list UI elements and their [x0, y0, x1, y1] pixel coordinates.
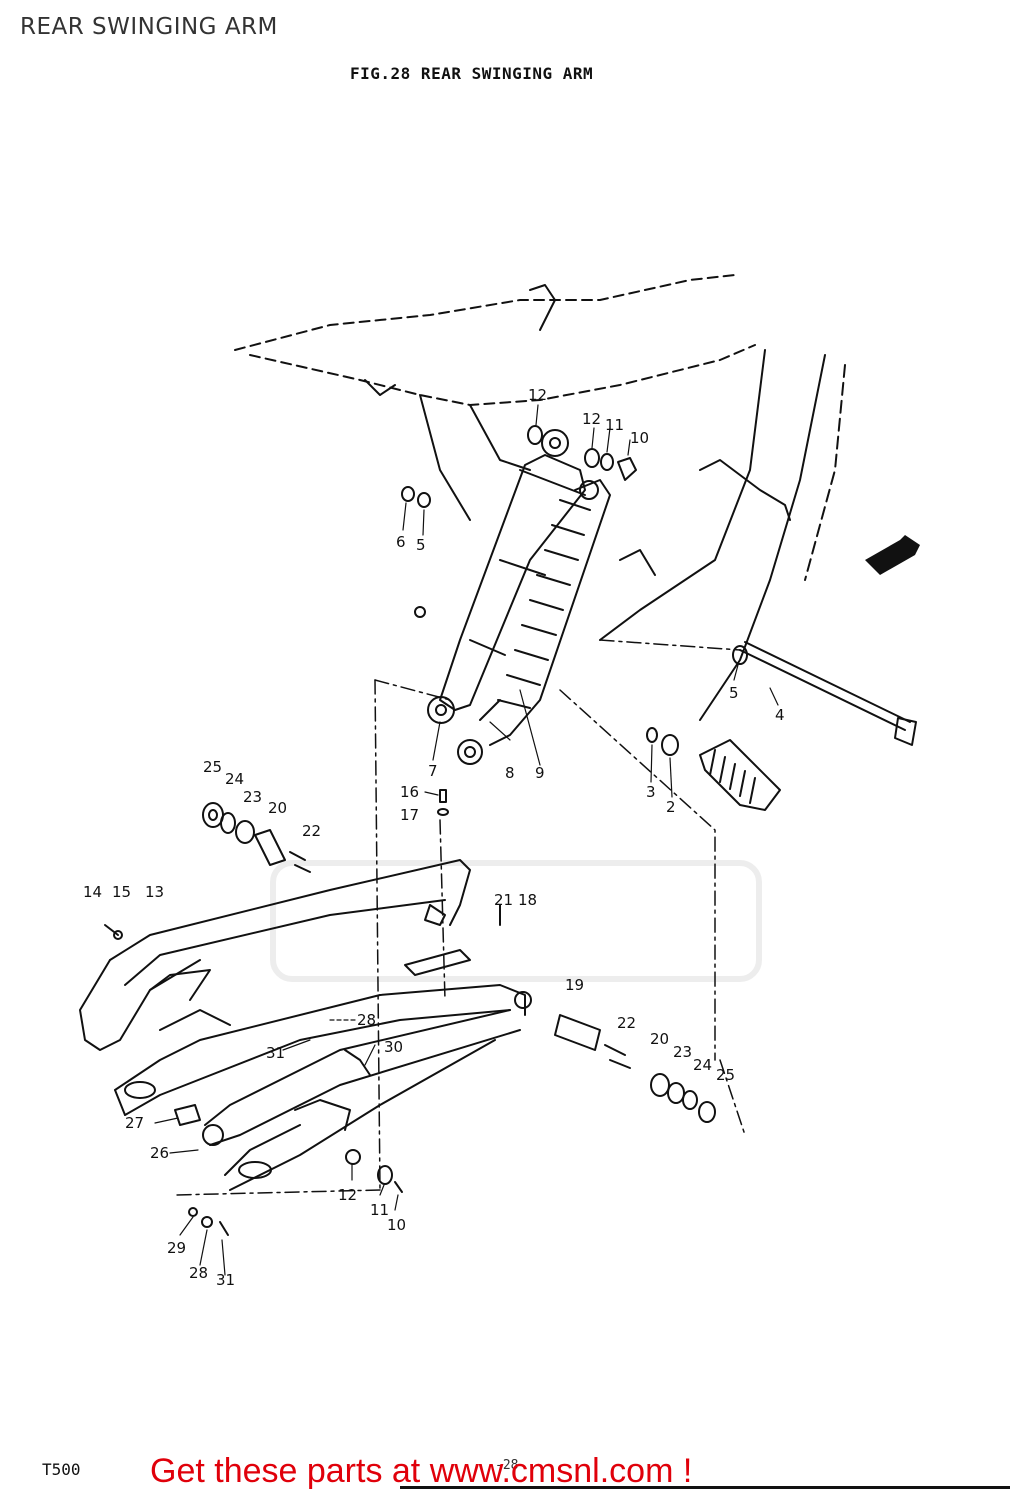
callout-14: 14	[83, 883, 102, 901]
small-hardware	[104, 789, 501, 1236]
callout-27: 27	[125, 1114, 144, 1132]
callout-18: 18	[518, 891, 537, 909]
callout-12: 12	[338, 1186, 357, 1204]
callout-28: 28	[189, 1264, 208, 1282]
callout-labels: 12 12 11 10 6 5 5 4 3 2 7 8 9 16 17 25 2…	[83, 386, 785, 1289]
callout-24: 24	[693, 1056, 712, 1074]
callout-12: 12	[582, 410, 601, 428]
callout-12: 12	[528, 386, 547, 404]
callout-3: 3	[646, 783, 656, 801]
callout-22: 22	[302, 822, 321, 840]
callout-15: 15	[112, 883, 131, 901]
bumper-stopper	[646, 727, 781, 811]
figure-title: FIG.28 REAR SWINGING ARM	[350, 64, 594, 83]
callout-26: 26	[150, 1144, 169, 1162]
callout-16: 16	[400, 783, 419, 801]
shock-top-hardware	[401, 425, 637, 508]
frame-outline	[234, 274, 846, 721]
callout-20: 20	[650, 1030, 669, 1048]
right-bushing-stack	[554, 1014, 716, 1123]
callout-8: 8	[505, 764, 515, 782]
cta-link[interactable]: Get these parts at www.cmsnl.com !	[150, 1452, 693, 1490]
callout-30: 30	[384, 1038, 403, 1056]
callout-11: 11	[370, 1201, 389, 1219]
callout-24: 24	[225, 770, 244, 788]
swing-arm	[79, 859, 532, 1191]
callout-7: 7	[428, 762, 438, 780]
callout-2: 2	[666, 798, 676, 816]
pivot-shaft	[732, 641, 917, 746]
callout-4: 4	[775, 706, 785, 724]
callout-31: 31	[216, 1271, 235, 1289]
callout-31: 31	[266, 1044, 285, 1062]
callout-11: 11	[605, 416, 624, 434]
callout-25: 25	[716, 1066, 735, 1084]
page-header-title: REAR SWINGING ARM	[20, 14, 278, 40]
callout-20: 20	[268, 799, 287, 817]
center-lines	[174, 639, 746, 1196]
left-bushing-stack	[202, 802, 311, 873]
watermark-badge	[270, 860, 762, 982]
callout-10: 10	[387, 1216, 406, 1234]
callout-21: 21	[494, 891, 513, 909]
callout-23: 23	[673, 1043, 692, 1061]
page-number: -28-	[495, 1458, 527, 1473]
callout-5: 5	[416, 536, 426, 554]
callout-29: 29	[167, 1239, 186, 1257]
callout-23: 23	[243, 788, 262, 806]
model-code: T500	[42, 1460, 81, 1479]
rear-shock-absorber	[427, 429, 611, 765]
callout-22: 22	[617, 1014, 636, 1032]
callout-10: 10	[630, 429, 649, 447]
callout-25: 25	[203, 758, 222, 776]
callout-13: 13	[145, 883, 164, 901]
callout-19: 19	[565, 976, 584, 994]
callout-28: 28	[357, 1011, 376, 1029]
callout-5: 5	[729, 684, 739, 702]
callout-9: 9	[535, 764, 545, 782]
callout-6: 6	[396, 533, 406, 551]
footer-rule	[400, 1486, 1010, 1489]
callout-17: 17	[400, 806, 419, 824]
leader-lines	[154, 404, 779, 1276]
front-direction-arrow-icon	[865, 535, 920, 575]
